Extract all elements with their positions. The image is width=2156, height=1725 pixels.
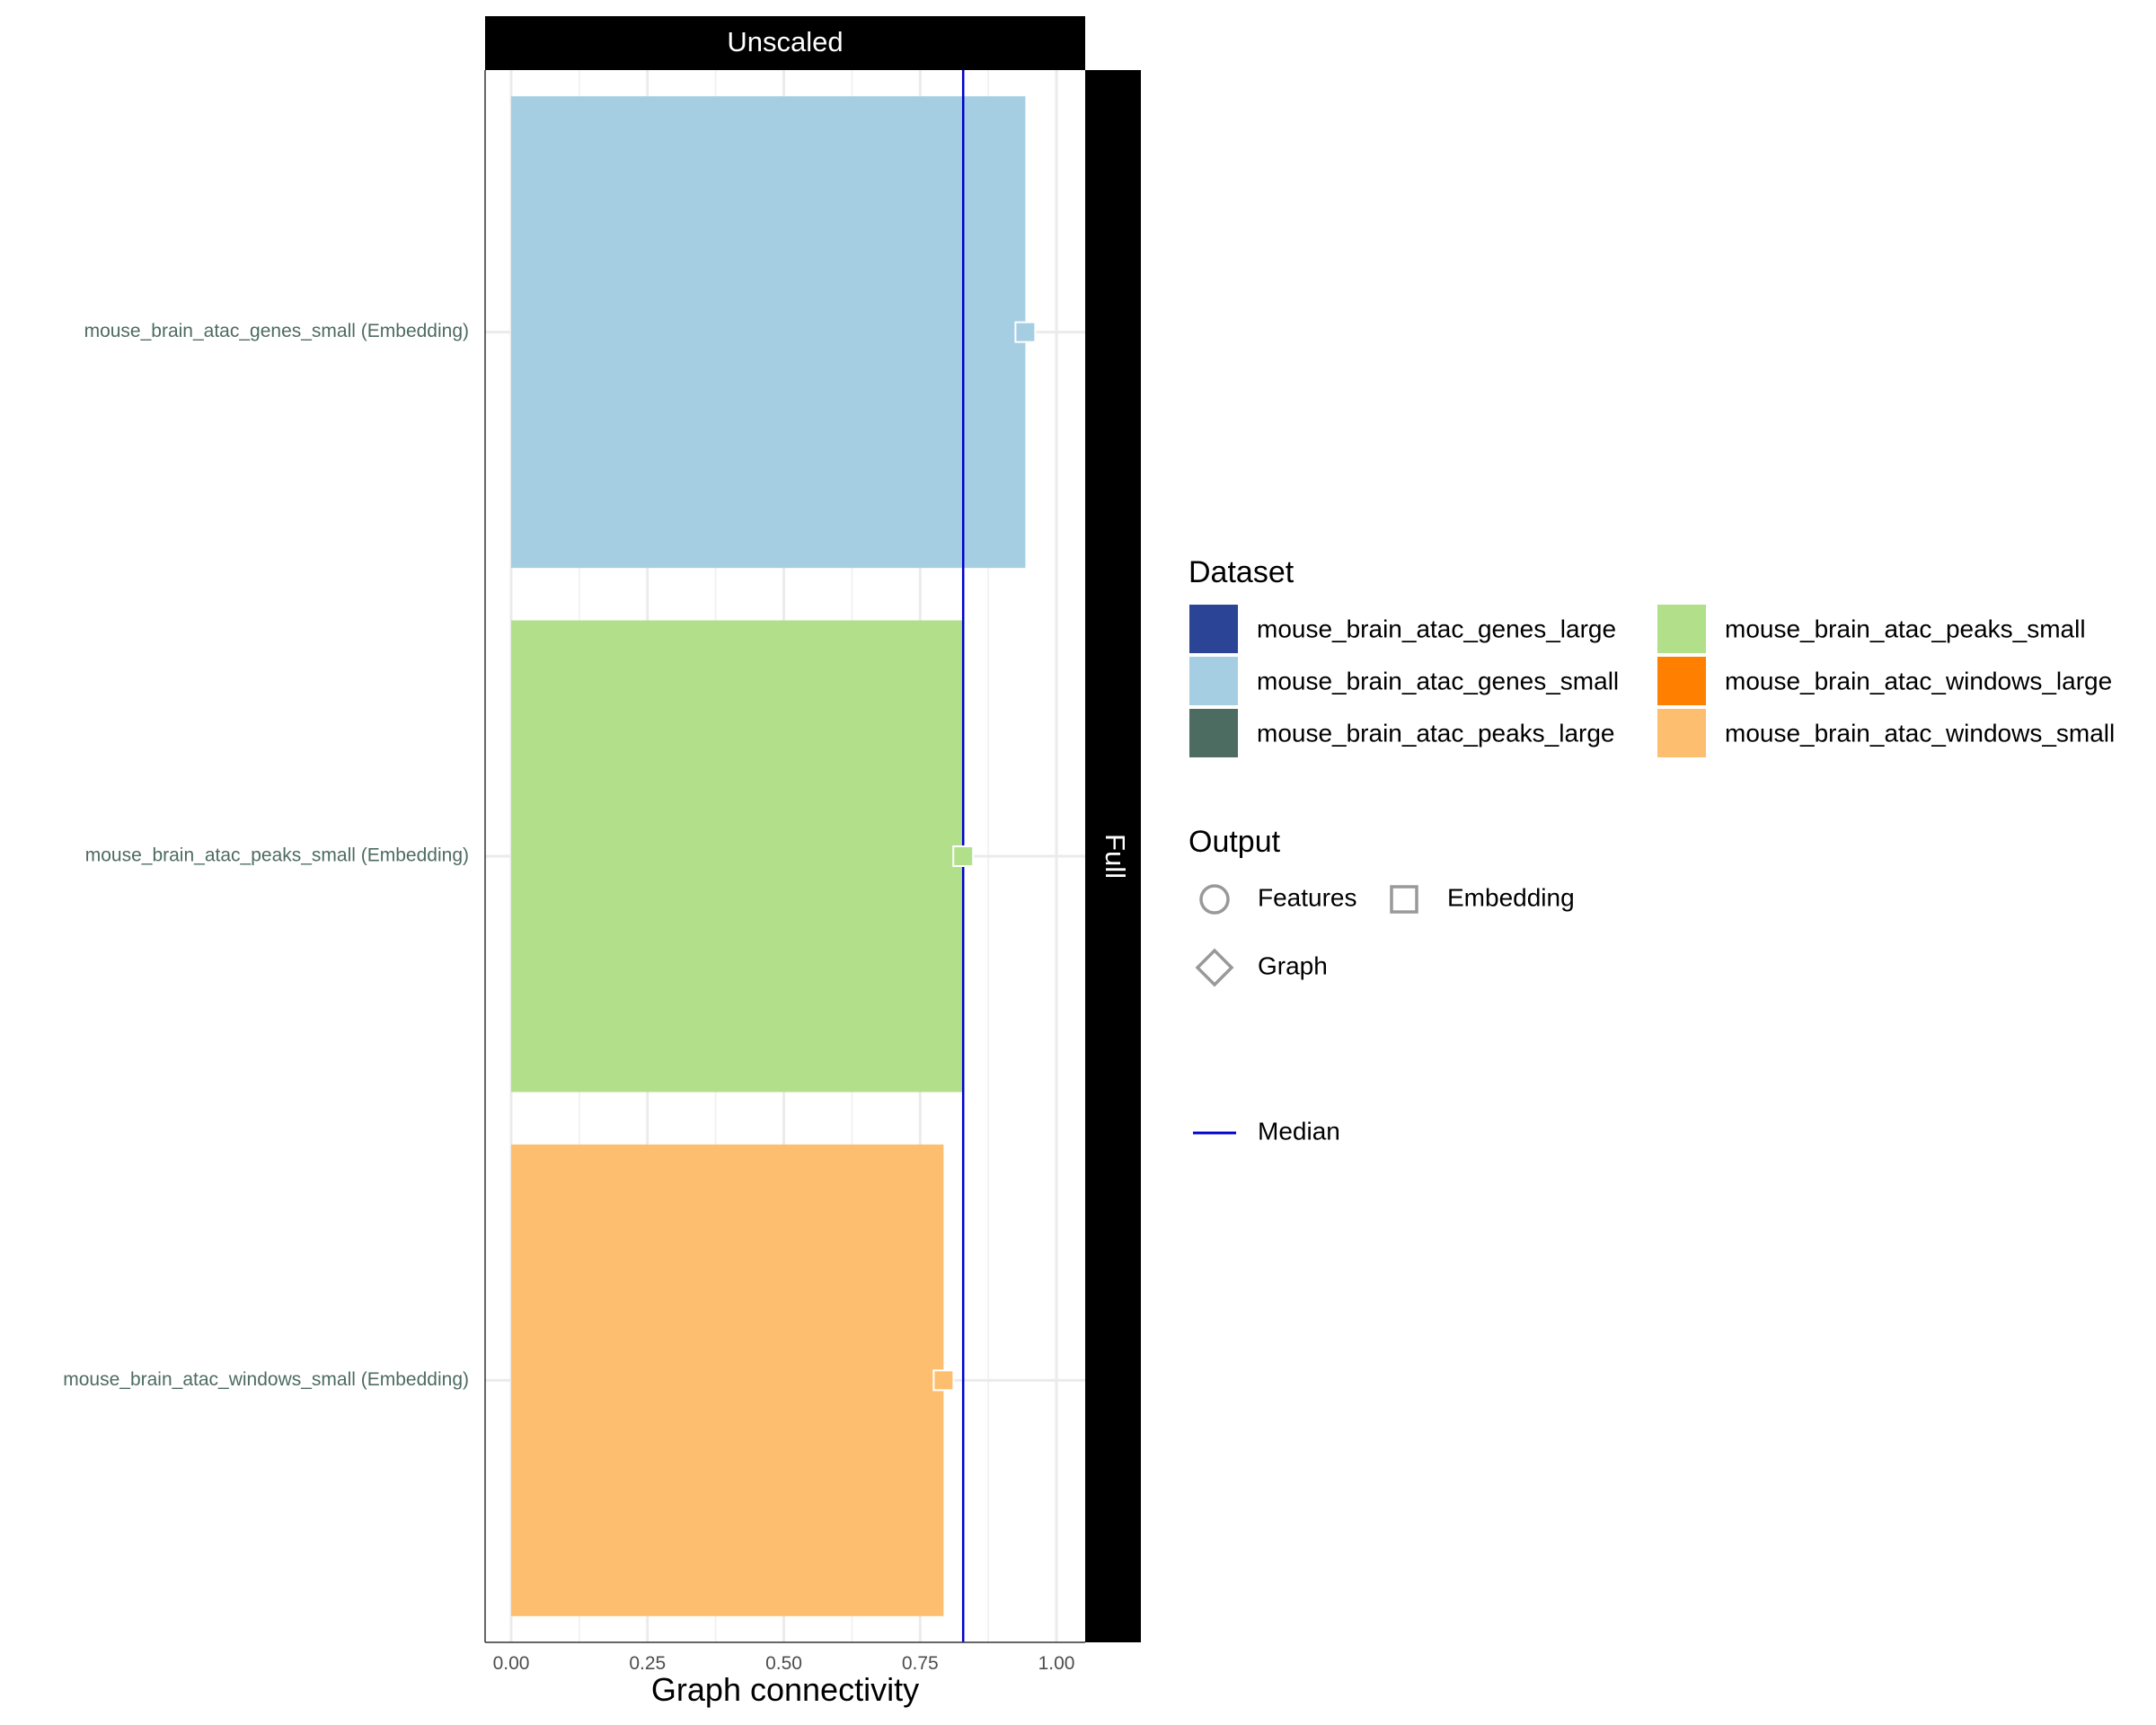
x-tick-label: 0.00 [493, 1653, 530, 1674]
y-axis-ticks: mouse_brain_atac_genes_small (Embedding)… [63, 321, 469, 1390]
markers-layer [932, 321, 1037, 1392]
x-axis-ticks: 0.00 0.25 0.50 0.75 1.00 [493, 1653, 1075, 1674]
legend-output-title: Output [1188, 825, 1281, 859]
legend-output-label: Graph [1258, 951, 1328, 979]
legend-dataset-swatch [1656, 655, 1708, 707]
legend-dataset-items: mouse_brain_atac_genes_large mouse_brain_… [1188, 603, 2115, 759]
point-marker [1014, 321, 1037, 343]
legend-circle-icon [1199, 884, 1230, 915]
bar [511, 620, 964, 1092]
legend-dataset-swatch [1188, 655, 1240, 707]
legend-output-label: Features [1258, 883, 1357, 911]
legend-dataset-swatch [1188, 603, 1240, 655]
legend-dataset-title: Dataset [1188, 555, 1294, 589]
legend-dataset-swatch [1656, 707, 1708, 759]
bar [511, 96, 1026, 569]
y-tick-label: mouse_brain_atac_genes_small (Embedding) [84, 321, 469, 341]
x-tick-label: 1.00 [1038, 1653, 1075, 1674]
legend-dataset-swatch [1656, 603, 1708, 655]
facet-label-right: Full [1100, 834, 1131, 879]
y-tick-label: mouse_brain_atac_peaks_small (Embedding) [85, 845, 469, 866]
x-axis-title: Graph connectivity [651, 1671, 919, 1708]
legend-dataset-label: mouse_brain_atac_peaks_small [1725, 615, 2086, 642]
legend-dataset-label: mouse_brain_atac_genes_large [1257, 615, 1616, 642]
facet-label-top: Unscaled [727, 26, 843, 58]
legend-diamond-icon [1195, 948, 1234, 987]
facet-strip-top [485, 16, 1085, 70]
point-marker [932, 1369, 955, 1392]
facet-strip-right [1085, 70, 1141, 1642]
y-tick-label: mouse_brain_atac_windows_small (Embeddin… [63, 1369, 469, 1390]
legend-output-label: Embedding [1447, 883, 1575, 911]
legend-dataset-label: mouse_brain_atac_windows_small [1725, 719, 2115, 747]
legend-dataset-label: mouse_brain_atac_genes_small [1257, 667, 1619, 694]
legend-dataset-swatch [1188, 707, 1240, 759]
legend: Dataset mouse_brain_atac_genes_largemous… [1188, 555, 2115, 1145]
x-tick-label: 0.50 [765, 1653, 802, 1674]
point-marker [952, 845, 975, 867]
bars-layer [511, 96, 1026, 1616]
x-tick-label: 0.25 [629, 1653, 666, 1674]
bar [511, 1144, 944, 1616]
x-tick-label: 0.75 [902, 1653, 939, 1674]
legend-dataset-label: mouse_brain_atac_windows_large [1725, 667, 2112, 694]
legend-square-icon [1390, 885, 1418, 914]
legend-median-label: Median [1258, 1117, 1340, 1145]
legend-dataset-label: mouse_brain_atac_peaks_large [1257, 719, 1615, 747]
